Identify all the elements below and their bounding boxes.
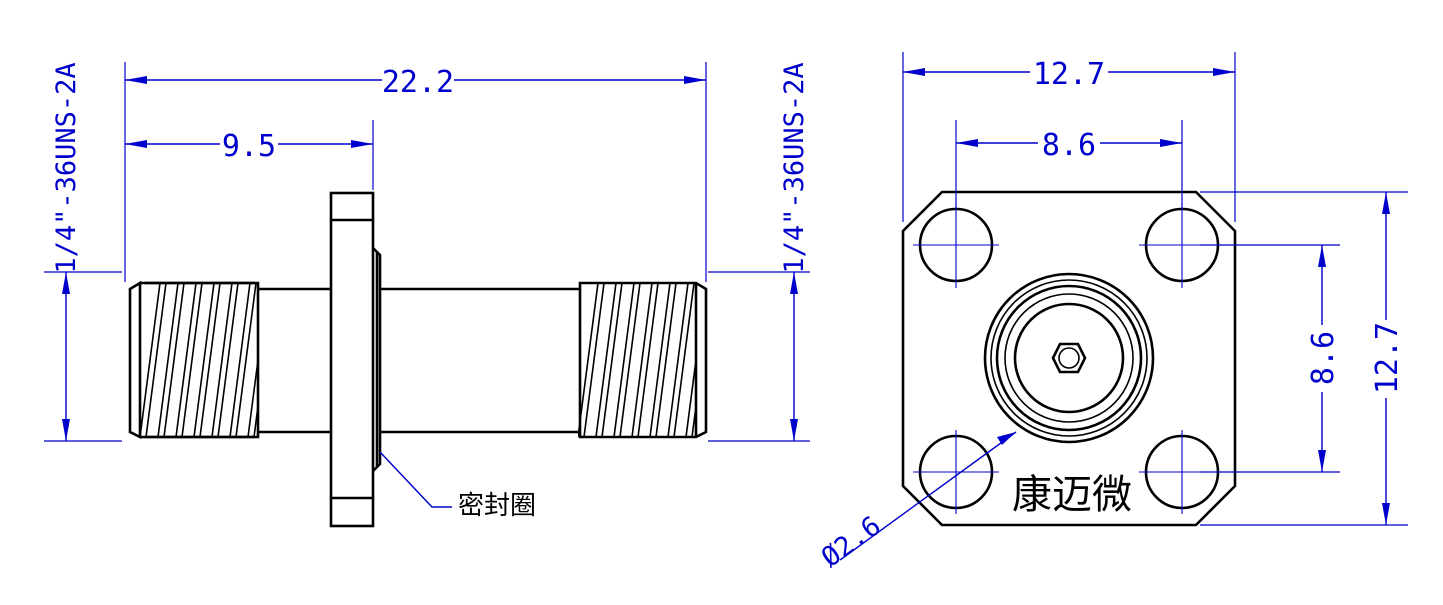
- dimension-hole-spacing-vertical: 8.6: [1200, 244, 1341, 473]
- side-view: 22.2 9.5 1/4"-36UNS-2A 1/4"-36UNS-2A: [44, 62, 810, 528]
- right-body: [380, 287, 580, 434]
- seal-callout: 密封圈: [379, 451, 536, 521]
- left-thread: [140, 281, 258, 439]
- hole-spacing-vertical-label: 8.6: [1306, 331, 1341, 385]
- right-thread-dimension: 1/4"-36UNS-2A: [708, 62, 810, 442]
- dimension-thread-to-flange: 9.5: [125, 120, 374, 190]
- flange-width-label: 12.7: [1033, 57, 1105, 92]
- overall-length-label: 22.2: [382, 65, 454, 100]
- right-thread-label: 1/4"-36UNS-2A: [779, 62, 810, 273]
- center-pin: [1051, 342, 1087, 374]
- hole-diameter-label: Ø2.6: [816, 510, 887, 573]
- seal-label: 密封圈: [458, 491, 536, 521]
- seal-ring: [372, 247, 382, 472]
- hole-spacing-horizontal-label: 8.6: [1042, 128, 1096, 163]
- dimension-overall-length: 22.2: [124, 62, 707, 282]
- left-body: [258, 287, 330, 434]
- flange: [329, 191, 375, 528]
- left-thread-label: 1/4"-36UNS-2A: [51, 62, 82, 273]
- brand-marking: 康迈微: [1012, 472, 1132, 518]
- mounting-holes: [913, 203, 1225, 514]
- left-thread-dimension: 1/4"-36UNS-2A: [44, 62, 122, 442]
- flange-outline: [901, 190, 1237, 527]
- right-thread: [578, 282, 696, 438]
- hole-diameter-callout: Ø2.6: [816, 431, 1017, 574]
- connector-face: [983, 272, 1155, 444]
- dimension-flange-width: 12.7: [902, 52, 1236, 222]
- thread-to-flange-label: 9.5: [222, 129, 276, 164]
- flange-height-label: 12.7: [1370, 322, 1405, 394]
- dimension-flange-height: 12.7: [1200, 191, 1408, 526]
- front-view: 12.7 8.6 8.6 12.7: [816, 52, 1408, 574]
- dimension-hole-spacing-horizontal: 8.6: [955, 120, 1183, 208]
